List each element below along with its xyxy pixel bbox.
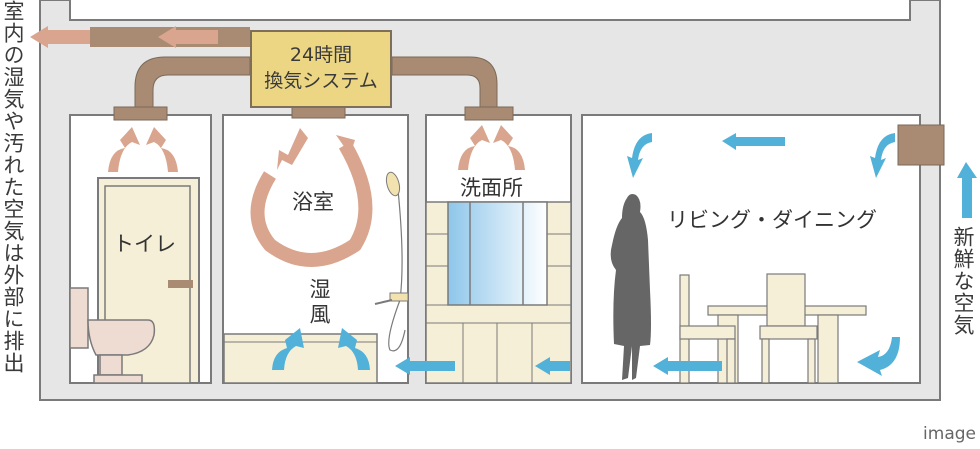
living-top-arrow	[722, 133, 785, 150]
bathtub-up-arrow-right	[338, 328, 370, 370]
bathroom-sublabel-humid-air: 湿風	[307, 278, 331, 328]
living-floor-arrow	[653, 357, 722, 375]
room-label-bathroom: 浴室	[292, 190, 334, 214]
bathroom-down-arrow	[277, 128, 308, 170]
exhaust-arrow-2	[158, 26, 218, 48]
room-label-toilet: トイレ	[113, 232, 176, 256]
image-note: image	[923, 424, 976, 444]
right-caption: 新鮮な空気	[951, 226, 975, 336]
duct-to-bathroom	[291, 106, 346, 119]
washroom-up-arrow-left	[458, 125, 490, 170]
mirror	[447, 201, 548, 306]
system-box-line2: 換気システム	[264, 70, 378, 92]
system-box-line1: 24時間	[289, 44, 353, 66]
toilet-up-arrow-left	[108, 127, 140, 172]
bathroom-swirl-arrow	[250, 141, 373, 267]
room-label-living-dining: リビング・ダイニング	[667, 208, 877, 232]
bathtub-up-arrow-left	[272, 328, 304, 370]
left-caption: 室内の湿気や汚れた空気は外部に排出	[1, 0, 25, 374]
living-bottom-curve-arrow	[857, 337, 900, 376]
door-handle	[168, 280, 193, 288]
shower-head	[385, 171, 401, 197]
toilet-up-arrow-right	[146, 127, 178, 172]
living-curve-arrow-left	[627, 133, 652, 178]
shower-hose	[388, 189, 406, 352]
living-curve-arrow-right	[870, 133, 895, 178]
washroom-floor-arrow-left	[395, 357, 455, 375]
faucet	[389, 292, 409, 302]
fresh-air-up-arrow	[957, 162, 977, 218]
ventilation-system-box: 24時間 換気システム	[250, 30, 392, 108]
washroom-up-arrow-right	[493, 125, 525, 170]
toilet-bowl	[87, 319, 156, 356]
toilet-tank	[69, 287, 89, 349]
person-silhouette	[610, 194, 651, 380]
fresh-air-inlet	[897, 124, 945, 166]
washroom-floor-arrow-right	[535, 357, 570, 375]
exhaust-arrow-1	[30, 26, 90, 48]
room-label-washroom: 洗面所	[460, 176, 523, 200]
chair-right	[766, 273, 806, 327]
